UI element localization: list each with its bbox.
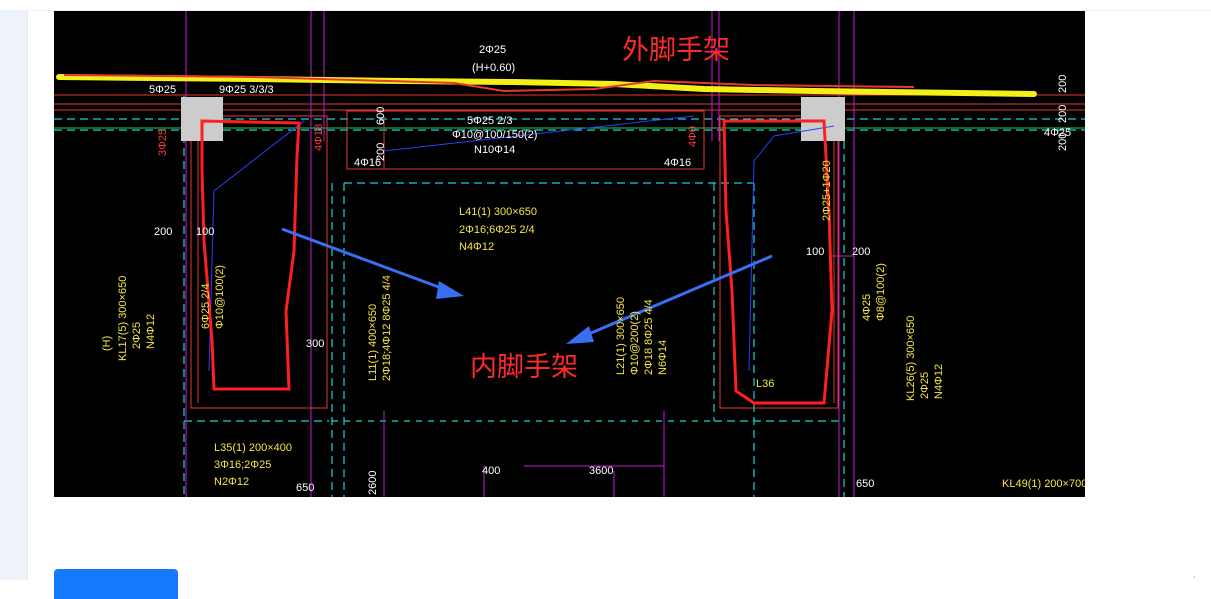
outer-scaffold-marker [56,74,1037,97]
l41-rebar: 2Φ16;6Φ25 2/4 [459,224,535,236]
beam-label-elevation: (H+0.60) [472,62,515,74]
dim-400: 400 [482,465,500,477]
right-vert-2phi25: 2Φ25+1Φ20 [821,160,833,221]
kl26-n: N4Φ12 [933,364,945,399]
l41-label: L41(1) 300×650 [459,206,537,218]
l35-rebar: 3Φ16;2Φ25 [214,459,271,471]
dim-300: 300 [306,338,324,350]
axis-dashed-lines [54,96,1085,497]
beam-label-2phi25: 2Φ25 [479,44,506,56]
label-9phi25: 9Φ25 3/3/3 [219,84,274,96]
l35-n: N2Φ12 [214,476,249,488]
label-4phi16-b: 4Φ16 [664,157,691,169]
h-label: (H) [101,336,113,351]
kl17-rebar: 2Φ25 [131,322,143,349]
column-right [801,97,845,141]
kl26-rebar: 2Φ25 [919,372,931,399]
beam-outlines [190,110,839,409]
blue-lines [208,115,835,372]
left-vert-stirrup: Φ10@100(2) [214,265,226,329]
l21-label: L21(1) 300×650 [615,297,627,375]
l21-stirrup: Φ10@200(2) [629,311,641,375]
dim-100-left: 100 [196,226,214,238]
dim-200-right: 200 [852,246,870,258]
l41-n: N4Φ12 [459,241,494,253]
top-divider [0,10,1211,11]
dim-100-right: 100 [806,246,824,258]
left-sidebar-strip [0,10,28,580]
label-4phi18: 4Φ18 [313,124,325,151]
l21-n: N6Φ14 [657,340,669,375]
dim-650-left: 650 [296,482,314,494]
cad-drawing-image: 2Φ25 (H+0.60) 5Φ25 2/3 Φ10@100/150(2) N1… [54,11,1085,497]
dim-650-right: 650 [856,478,874,490]
label-5phi25-left: 5Φ25 [149,84,176,96]
beam-label-stirrup: Φ10@100/150(2) [452,129,537,141]
beam-label-n10: N10Φ14 [474,144,515,156]
kl17-label: KL17(5) 300×650 [117,276,129,361]
left-vert-6phi25: 6Φ25 2/4 [200,284,212,329]
beam-label-5phi25: 5Φ25 2/3 [467,115,512,127]
right-vert-4phi25: 4Φ25 [861,294,873,321]
inner-scaffold-label: 内脚手架 [470,352,578,383]
dim-600: 600 [375,107,387,125]
dim-2600: 2600 [367,471,379,495]
dim-200-mid: 200 [375,143,387,161]
primary-action-button[interactable] [54,569,178,599]
inner-scaffold-right-outline [722,119,834,405]
kl17-n: N4Φ12 [145,314,157,349]
l11-label: L11(1) 400×650 [367,304,379,381]
outer-scaffold-redline [63,74,915,93]
label-4phi25-right: 4Φ25 [1044,127,1071,139]
dim-200-right-top: 200 [1057,75,1069,93]
l21-rebar: 2Φ18 8Φ25 4/4 [643,299,655,375]
kl49-label: KL49(1) 200×700 [1002,478,1085,490]
outer-scaffold-label: 外脚手架 [622,35,730,66]
dim-200-right-mid: 200 [1057,105,1069,123]
cad-drawing: 2Φ25 (H+0.60) 5Φ25 2/3 Φ10@100/150(2) N1… [54,11,1085,497]
l36-label: L36 [756,378,774,390]
dim-3600: 3600 [589,465,613,477]
label-4phi0: 4Φ0 [687,126,699,147]
dim-200-right-low: 200 [1057,133,1069,151]
dim-200-left: 200 [154,226,172,238]
l35-label: L35(1) 200×400 [214,442,292,454]
label-4phi16-a: 4Φ16 [354,157,381,169]
l11-rebar: 2Φ18;4Φ12 8Φ25 4/4 [381,275,393,381]
label-3phi25: 3Φ25 [157,129,169,156]
scrollbar-hint [1193,576,1195,578]
annotation-arrows [281,227,773,344]
kl26-label: KL26(5) 300×650 [905,316,917,401]
inner-scaffold-left-outline [200,119,301,391]
right-vert-stirrup: Φ8@100(2) [875,263,887,321]
